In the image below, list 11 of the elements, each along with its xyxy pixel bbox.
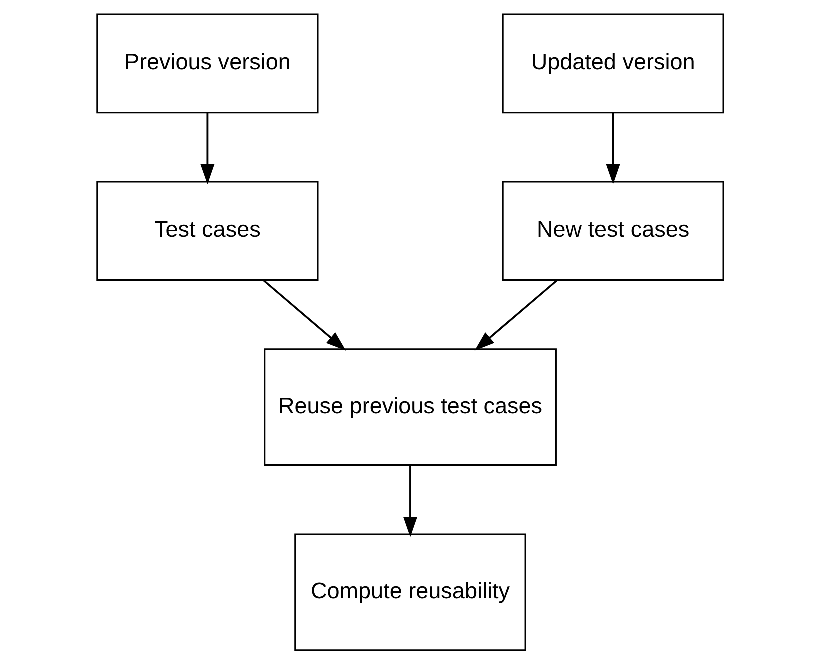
node-box: Previous version — [96, 14, 318, 114]
node-box: Updated version — [502, 14, 724, 114]
arrow — [474, 280, 558, 351]
node-box: Reuse previous test cases — [264, 348, 556, 466]
arrow — [606, 112, 620, 184]
node-box: New test cases — [502, 181, 724, 281]
node-box: Compute reusability — [294, 534, 526, 652]
arrow — [262, 280, 346, 351]
node-box: Test cases — [96, 181, 318, 281]
arrow — [403, 466, 417, 538]
arrow — [200, 112, 214, 184]
